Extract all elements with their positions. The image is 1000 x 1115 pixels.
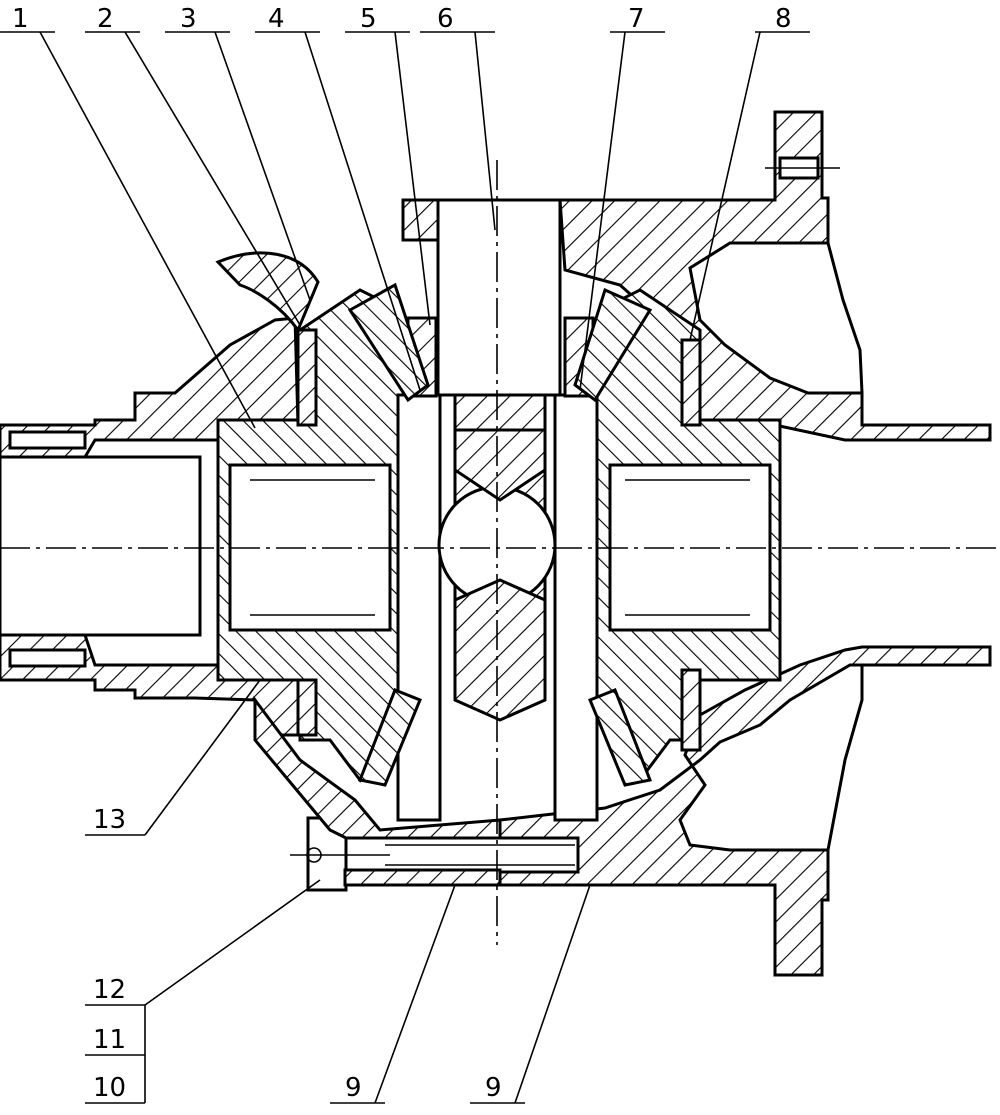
leader-lines <box>0 31 810 1104</box>
label-3: 3 <box>180 4 197 34</box>
label-8: 8 <box>775 4 792 34</box>
label-9-right: 9 <box>485 1073 502 1103</box>
label-12: 12 <box>93 975 126 1005</box>
label-10: 10 <box>93 1073 126 1103</box>
bevel-pinions <box>347 282 653 787</box>
label-2: 2 <box>97 4 114 34</box>
label-1: 1 <box>12 4 29 34</box>
part-labels: 1 2 3 4 5 6 7 8 13 12 11 10 9 9 <box>12 4 792 1103</box>
label-9-left: 9 <box>345 1073 362 1103</box>
label-7: 7 <box>628 4 645 34</box>
bottom-bolt <box>290 816 580 892</box>
ring-gear-segment <box>215 251 320 334</box>
label-5: 5 <box>360 4 377 34</box>
label-11: 11 <box>93 1025 126 1055</box>
label-6: 6 <box>437 4 454 34</box>
label-13: 13 <box>93 805 126 835</box>
left-side-gear <box>216 288 422 783</box>
center-lines <box>0 160 1000 945</box>
left-bore <box>0 455 202 637</box>
pinion-shaft <box>396 198 599 822</box>
lower-left-link <box>253 695 502 840</box>
label-4: 4 <box>268 4 285 34</box>
